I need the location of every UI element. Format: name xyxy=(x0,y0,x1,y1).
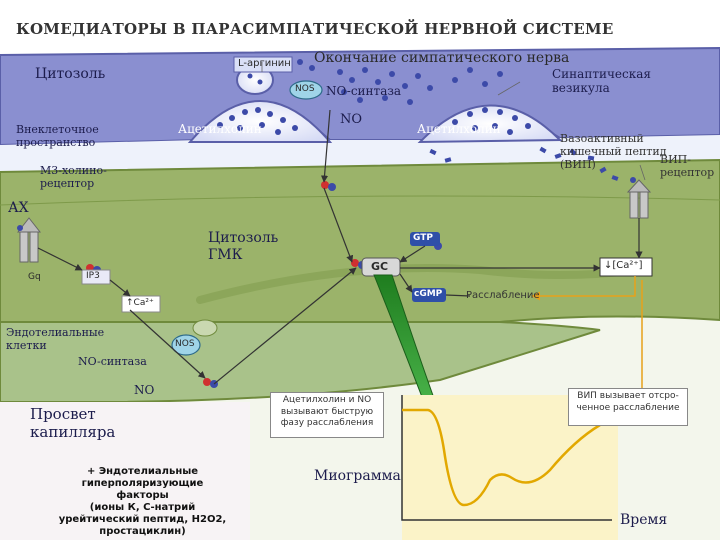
receptor-icon xyxy=(626,179,652,219)
vip-delayed-note: ВИП вызывает отсро- ченное расслабление xyxy=(568,388,688,426)
acetylcholine-left-label: Ацетилхолин xyxy=(178,122,262,136)
endothelial-cell xyxy=(0,321,601,403)
cgmp-label: cGMP xyxy=(414,289,443,299)
time-label: Время xyxy=(620,512,668,528)
capillary-lumen xyxy=(0,402,250,540)
acetylcholine-dots xyxy=(217,73,531,135)
muscle-fiber-line xyxy=(196,264,644,304)
smooth-muscle-cell xyxy=(0,158,720,323)
nos-lower-label: NOS xyxy=(175,339,195,349)
vip-label: Вазоактивный кишечный пептид (ВИП) xyxy=(560,132,667,172)
endothelial-organelle xyxy=(192,319,218,337)
endothelial-label: Эндотелиальные клетки xyxy=(6,326,105,353)
vip-molecules xyxy=(429,146,619,181)
cytosol-smc-label: Цитозоль ГМК xyxy=(208,230,279,263)
myogram-axes xyxy=(401,395,612,521)
gtp-box xyxy=(410,232,440,246)
l-arginine-box xyxy=(233,56,293,73)
ip3-label: IP3 xyxy=(86,271,100,281)
ax-label: АХ xyxy=(8,200,29,216)
acetylcholine-right-label: Ацетилхолин xyxy=(417,122,501,136)
sympathetic-ending-label: Окончание симпатического нерва xyxy=(314,50,570,66)
no-lower-label: NO xyxy=(134,383,155,397)
nos-label: NOS xyxy=(295,84,315,94)
no-synthase-label: NO-синтаза xyxy=(326,84,402,98)
no-top-label: NO xyxy=(340,112,363,127)
m3-receptor-label: М3-холино- рецептор xyxy=(40,164,107,191)
gtp-label: GTP xyxy=(413,233,433,243)
no-synthase-lower-label: NO-синтаза xyxy=(78,355,147,368)
ca2-label: ↑Ca²⁺ xyxy=(126,298,154,308)
l-arginine-label: L-аргинин xyxy=(238,58,291,69)
extracellular-label: Внеклеточное пространство xyxy=(16,123,99,150)
pointer-line xyxy=(261,62,646,181)
gc-label: GC xyxy=(371,260,389,273)
gq-label: Gq xyxy=(28,272,41,282)
myogram-curve xyxy=(402,408,613,507)
myogram-label: Миограмма xyxy=(314,468,401,484)
ip3-box xyxy=(81,269,111,285)
vesicle-icon xyxy=(417,104,563,144)
receptor-icon xyxy=(16,217,42,263)
calcium-label: ↓[Ca²⁺] xyxy=(604,260,643,271)
neuron-dots xyxy=(297,59,503,105)
signal-arrow xyxy=(37,109,643,385)
fast-phase-note: Ацетилхолин и NO вызывают быструю фазу р… xyxy=(270,392,384,438)
vesicle-icon xyxy=(187,100,333,143)
muscle-fiber-line xyxy=(0,195,720,206)
cgmp-box xyxy=(412,288,446,302)
synaptic-vesicle-label: Синаптическая везикула xyxy=(552,67,651,96)
nos-enzyme-icon xyxy=(171,334,201,356)
cytosol-label: Цитозоль xyxy=(35,66,106,82)
factors-note: + Эндотелиальные гиперполяризующие факто… xyxy=(58,466,227,537)
page-title: КОМЕДИАТОРЫ В ПАРАСИМПАТИЧЕСКОЙ НЕРВНОЙ … xyxy=(16,20,614,38)
relaxation-label: Расслабление xyxy=(466,290,540,301)
lumen-label: Просвет капилляра xyxy=(30,405,116,441)
nos-enzyme-icon xyxy=(289,80,323,100)
vip-receptor-label: ВИП- рецептор xyxy=(660,153,715,180)
ca2-box xyxy=(121,295,161,313)
